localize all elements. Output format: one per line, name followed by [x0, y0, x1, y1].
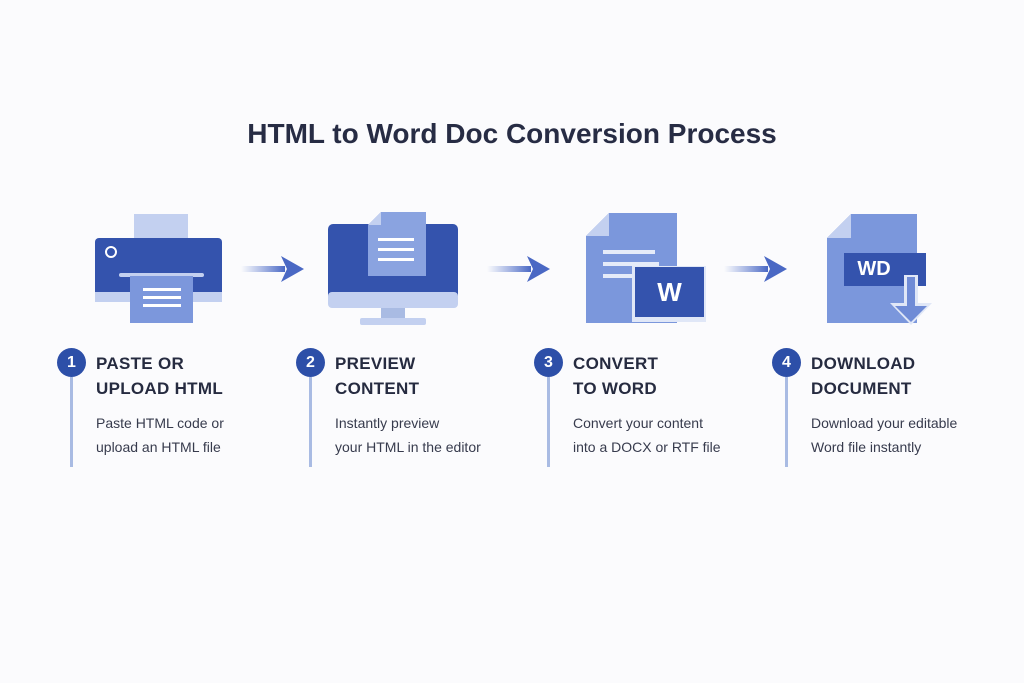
printer-icon — [95, 214, 222, 323]
step-title-line: PASTE OR — [96, 354, 185, 373]
step-title: DOWNLOAD DOCUMENT — [811, 351, 915, 401]
step-title: CONVERT TO WORD — [573, 351, 658, 401]
step-description: Convert your content into a DOCX or RTF f… — [573, 411, 721, 459]
step-description: Instantly preview your HTML in the editor — [335, 411, 481, 459]
step-number-badge: 1 — [57, 348, 86, 377]
step-title-line: TO WORD — [573, 379, 657, 398]
step-description-line: Convert your content — [573, 415, 703, 431]
step-connector-line — [309, 377, 312, 467]
step-connector-line — [70, 377, 73, 467]
word-document-icon: W — [585, 212, 707, 326]
step-title-line: CONTENT — [335, 379, 420, 398]
step-paste-upload: 1 PASTE OR UPLOAD HTML Paste HTML code or… — [57, 348, 287, 468]
monitor-icon — [328, 212, 458, 325]
step-number-badge: 3 — [534, 348, 563, 377]
step-title-line: CONVERT — [573, 354, 659, 373]
arrow-right-icon — [241, 256, 304, 282]
step-convert: 3 CONVERT TO WORD Convert your content int… — [534, 348, 764, 468]
step-title: PREVIEW CONTENT — [335, 351, 419, 401]
arrow-right-icon — [724, 256, 787, 282]
download-document-icon: WD — [826, 213, 938, 329]
step-number-badge: 2 — [296, 348, 325, 377]
step-description-line: into a DOCX or RTF file — [573, 439, 721, 455]
step-connector-line — [547, 377, 550, 467]
step-description-line: upload an HTML file — [96, 439, 221, 455]
step-title-line: PREVIEW — [335, 354, 416, 373]
step-description-line: Instantly preview — [335, 415, 440, 431]
step-number-badge: 4 — [772, 348, 801, 377]
step-download: 4 DOWNLOAD DOCUMENT Download your editabl… — [772, 348, 1002, 468]
word-badge: W — [657, 277, 682, 307]
step-description-line: your HTML in the editor — [335, 439, 481, 455]
arrow-right-icon — [487, 256, 550, 282]
step-description-line: Word file instantly — [811, 439, 922, 455]
step-title-line: DOWNLOAD — [811, 354, 916, 373]
step-connector-line — [785, 377, 788, 467]
wd-badge: WD — [857, 258, 891, 280]
step-description-line: Download your editable — [811, 415, 958, 431]
step-title-line: DOCUMENT — [811, 379, 912, 398]
step-title: PASTE OR UPLOAD HTML — [96, 351, 223, 401]
step-preview: 2 PREVIEW CONTENT Instantly preview your H… — [296, 348, 526, 468]
step-description-line: Paste HTML code or — [96, 415, 224, 431]
step-title-line: UPLOAD HTML — [96, 379, 224, 398]
page-title: HTML to Word Doc Conversion Process — [247, 118, 777, 149]
step-description: Paste HTML code or upload an HTML file — [96, 411, 224, 459]
